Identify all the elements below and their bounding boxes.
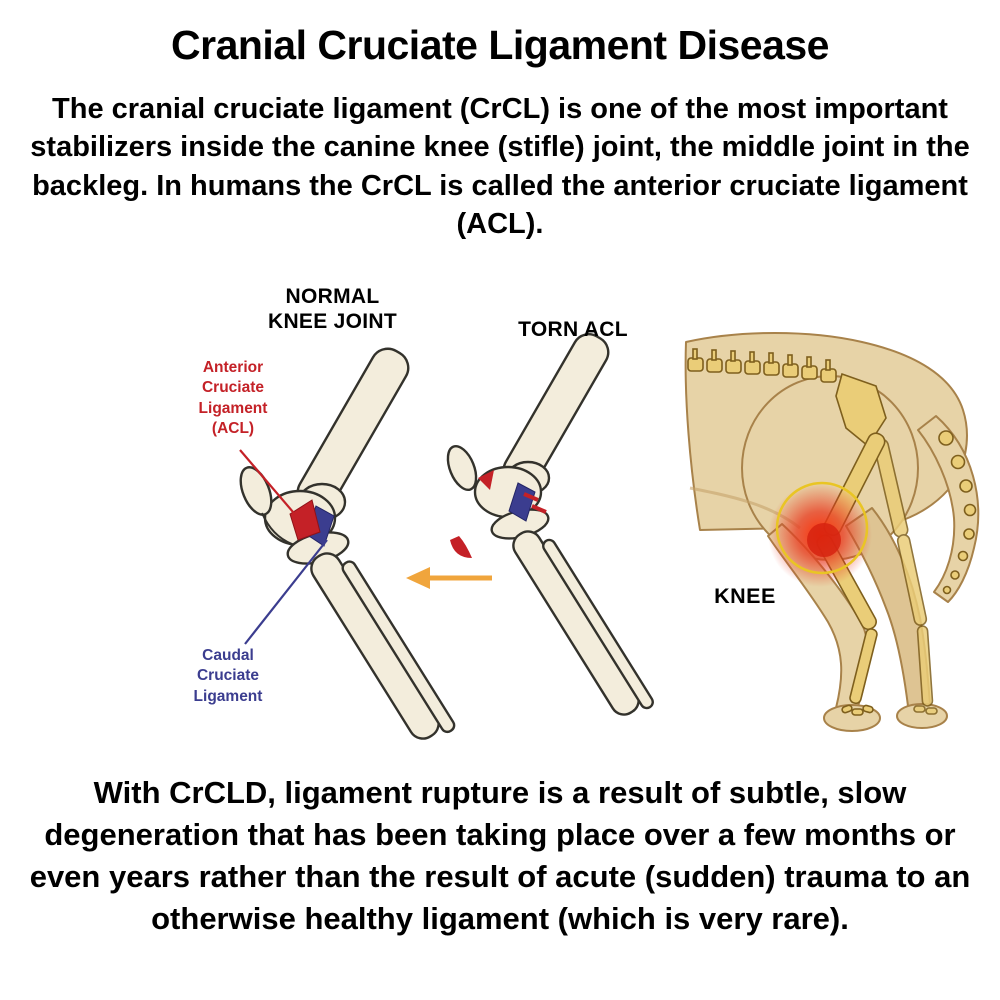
anatomy-illustration (239, 332, 980, 740)
dog-hindquarters-illustration (684, 332, 980, 732)
knee-highlight-ring (775, 481, 869, 575)
torn-acl-label: TORN ACL (518, 318, 628, 341)
tear-mark (531, 504, 547, 514)
normal-knee-illustration (239, 347, 456, 740)
anterior-cruciate-ligament (289, 499, 321, 541)
acl-pointer-line (239, 449, 300, 520)
torn-ligament-lower (450, 536, 472, 558)
normal-knee-label: NORMAL KNEE JOINT (267, 285, 398, 334)
footer-paragraph: With CrCLD, ligament rupture is a result… (29, 775, 971, 936)
patella-torn (446, 445, 478, 491)
caudal-pointer-line (244, 539, 328, 645)
caudal-label: Caudal Cruciate Ligament (193, 647, 263, 705)
torn-ligament-upper (478, 470, 494, 490)
knee-label: KNEE (714, 584, 776, 608)
intro-paragraph: The cranial cruciate ligament (CrCL) is … (30, 93, 970, 240)
page-title: Cranial Cruciate Ligament Disease (171, 22, 829, 68)
torn-acl-knee-illustration (446, 333, 654, 716)
skeleton (687, 348, 977, 716)
tear-mark (523, 492, 539, 502)
anatomy-diagram: NORMAL KNEE JOINT TORN ACL Anterior Cruc… (0, 278, 1000, 765)
caudal-ligament-intact (508, 482, 536, 522)
left-arrow-icon (406, 567, 492, 589)
acl-label: Anterior Cruciate Ligament (ACL) (198, 359, 268, 438)
